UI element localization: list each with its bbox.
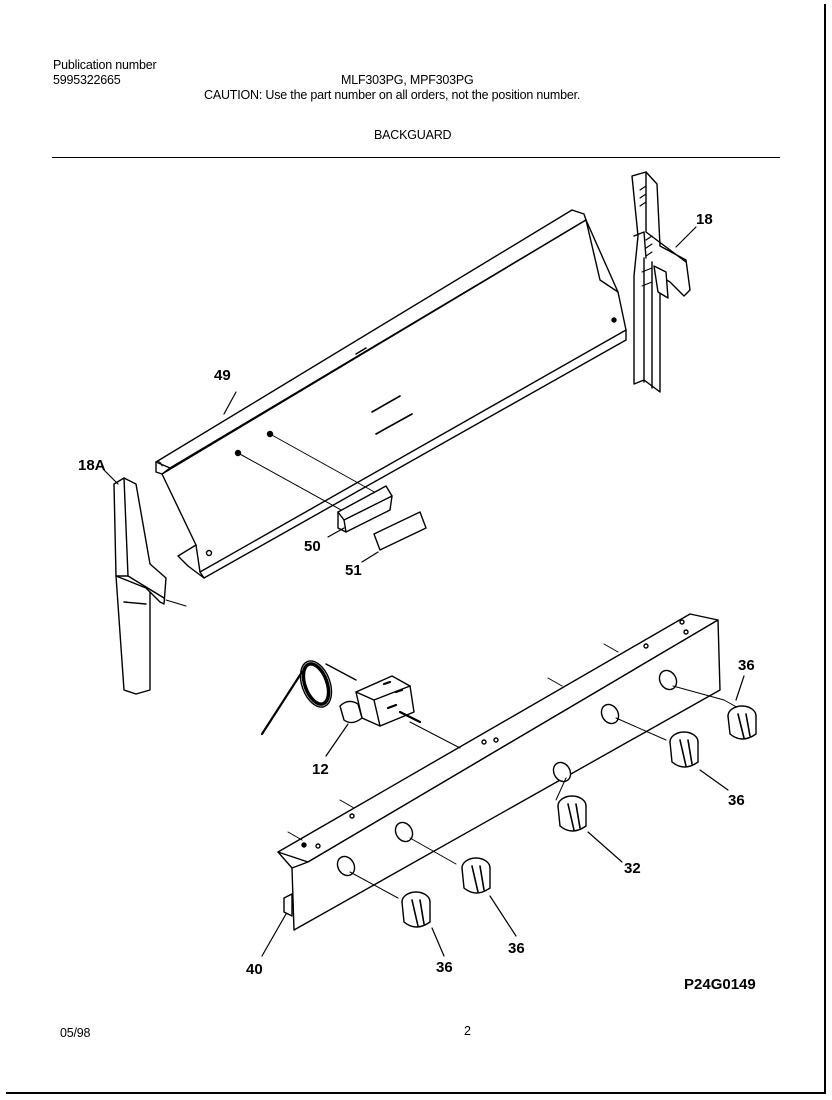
leader-12 — [325, 723, 349, 757]
shaft-line-4 — [409, 837, 457, 865]
leader-50 — [327, 527, 345, 538]
shaft-line-3 — [555, 777, 567, 801]
leader-40 — [261, 913, 287, 957]
callout-36-c: 36 — [508, 940, 525, 957]
leader-18a — [103, 469, 119, 485]
callout-49: 49 — [214, 367, 231, 384]
callout-50: 50 — [304, 538, 321, 555]
shaft-line-2 — [615, 717, 667, 741]
callout-40: 40 — [246, 961, 263, 978]
knob-36-right — [669, 731, 699, 768]
publication-label: Publication number — [53, 58, 157, 72]
header-divider — [52, 157, 780, 158]
leader-36-d — [431, 927, 445, 957]
shaft-line-5 — [349, 871, 399, 899]
knob-32-center — [557, 795, 587, 832]
part-51-rating-label — [373, 511, 427, 551]
leader-49 — [223, 391, 237, 415]
leader-32 — [587, 831, 623, 863]
callout-36-b: 36 — [728, 792, 745, 809]
page-frame — [6, 4, 826, 1094]
leader-18 — [675, 226, 697, 248]
screw-lines — [237, 433, 379, 517]
shaft-line-1 — [672, 685, 725, 701]
diagram-code: P24G0149 — [684, 976, 756, 993]
part-49-backguard-panel — [155, 209, 627, 579]
footer-date: 05/98 — [60, 1026, 91, 1040]
callout-36-d: 36 — [436, 959, 453, 976]
knob-36-lower-left — [401, 891, 431, 928]
callout-18a: 18A — [78, 457, 106, 474]
callout-32: 32 — [624, 860, 641, 877]
knob-36-lower-middle — [461, 857, 491, 894]
part-12-thermostat — [260, 660, 461, 749]
part-18a-left-end-bracket — [113, 477, 187, 695]
callout-36-a: 36 — [738, 657, 755, 674]
part-40-control-panel — [277, 613, 721, 931]
part-50-plate-holder — [337, 485, 393, 533]
part-18-right-end-bracket — [631, 171, 691, 393]
leader-36-c — [489, 895, 517, 937]
leader-51 — [361, 551, 379, 563]
publication-number: 5995322665 — [53, 73, 121, 87]
model-numbers: MLF303PG, MPF303PG — [341, 73, 474, 87]
section-title: BACKGUARD — [374, 128, 452, 142]
leader-36-b — [699, 769, 729, 791]
caution-note: CAUTION: Use the part number on all orde… — [204, 88, 581, 102]
page-number: 2 — [464, 1024, 471, 1038]
callout-18: 18 — [696, 211, 713, 228]
callout-12: 12 — [312, 761, 329, 778]
callout-51: 51 — [345, 562, 362, 579]
leader-36-a — [735, 675, 745, 701]
knob-36-top-right — [723, 699, 757, 740]
